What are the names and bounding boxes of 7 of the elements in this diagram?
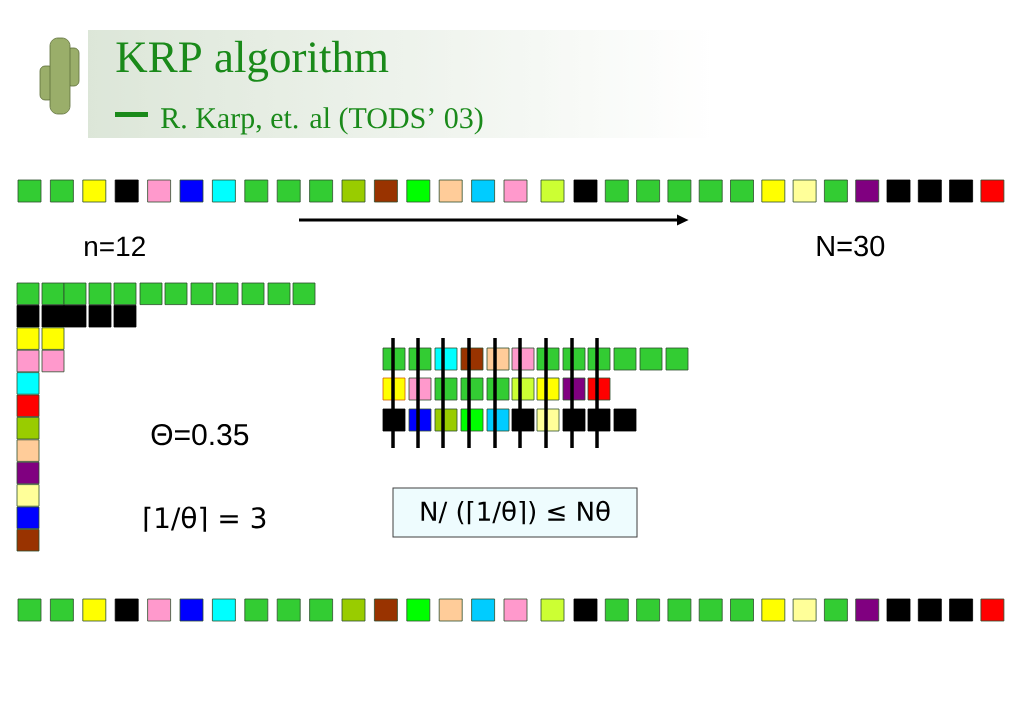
- formula-text: Θ=0.35: [151, 424, 249, 446]
- count-label: N=30: [817, 235, 885, 257]
- title: KRP algorithm: [116, 40, 389, 82]
- formula-text: ⌈1/θ⌉ = 3: [144, 506, 266, 532]
- subtitle: R. Karp, et. al (TODS’ 03): [161, 107, 483, 135]
- formula-box: N/ (⌈1/θ⌉) ≤ Nθ: [392, 487, 638, 538]
- count-label: n=12: [85, 236, 145, 256]
